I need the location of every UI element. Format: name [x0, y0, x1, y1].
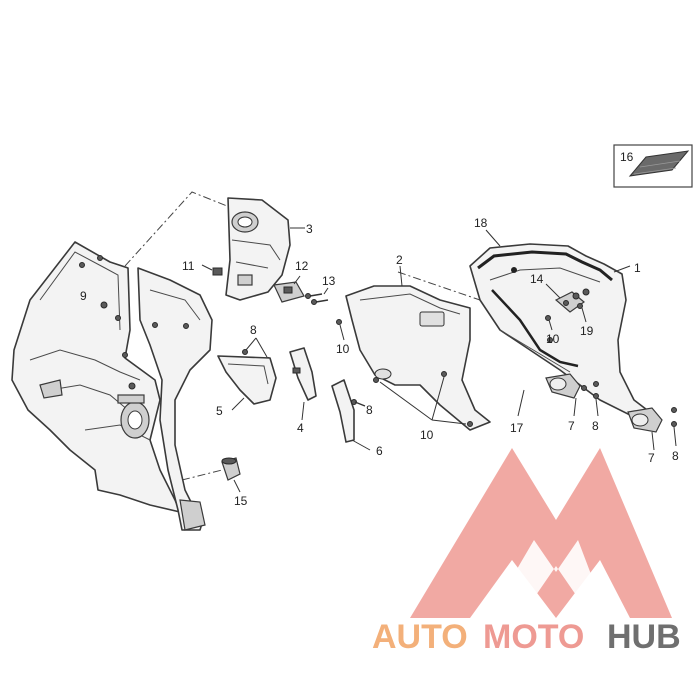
- bracket-part-6: [331, 379, 371, 451]
- callout-8-top: 8: [250, 323, 257, 337]
- callout-7-right: 7: [648, 451, 655, 465]
- callout-11: 11: [182, 259, 195, 273]
- callout-16: 16: [620, 150, 634, 164]
- callout-15: 15: [234, 494, 248, 508]
- callout-8-mid: 8: [366, 403, 373, 417]
- console-part-3: [225, 197, 305, 301]
- trim-part-4: [289, 347, 317, 421]
- screw-part-8-mid: [351, 399, 366, 407]
- screws-part-8-right-a: [593, 381, 599, 417]
- callout-8-right-b: 8: [672, 449, 679, 463]
- screws-part-10-right: [545, 315, 553, 343]
- callout-10-right: 10: [546, 332, 560, 346]
- callout-8-right-a: 8: [592, 419, 599, 433]
- callout-13: 13: [322, 274, 336, 288]
- automotohub-logo: AUTO MOTO HUB: [372, 448, 681, 656]
- callout-10-left: 10: [336, 342, 350, 356]
- screws-part-10-center: [336, 319, 473, 427]
- callout-7-left: 7: [568, 419, 575, 433]
- callout-2: 2: [396, 253, 403, 267]
- callout-6: 6: [376, 444, 383, 458]
- panel-part-5: [217, 355, 277, 411]
- callout-18: 18: [474, 216, 488, 230]
- bracket-part-12: [273, 275, 305, 303]
- logo-text-auto: AUTO: [372, 618, 468, 656]
- center-panel-part-2: [345, 265, 491, 431]
- logo-text-moto: MOTO: [483, 618, 584, 656]
- hinge-part-14: [545, 283, 590, 323]
- callout-12: 12: [295, 259, 309, 273]
- callout-14: 14: [530, 272, 544, 286]
- callout-19: 19: [580, 324, 594, 338]
- logo-text-hub: HUB: [607, 618, 681, 656]
- callout-labels: 1 2 3 4 5 6 7 7 8 8 8 8 9 10 10 10 11 12…: [80, 150, 679, 508]
- callout-1: 1: [634, 261, 641, 275]
- knob-part-15: [221, 457, 241, 493]
- hinge-part-7-left: [545, 373, 587, 417]
- door-part-1: [469, 229, 656, 421]
- callout-3: 3: [306, 222, 313, 236]
- screws-part-13: [305, 287, 329, 305]
- inset-box-part-16: [613, 144, 693, 188]
- clip-part-11: [201, 264, 223, 276]
- callout-4: 4: [297, 421, 304, 435]
- callout-10-center: 10: [420, 428, 434, 442]
- callout-9: 9: [80, 289, 87, 303]
- callout-5: 5: [216, 404, 223, 418]
- callout-17: 17: [510, 421, 524, 435]
- inner-shield-part-9: [11, 241, 213, 531]
- screws-part-8-right-b: [671, 407, 677, 447]
- hinge-part-7-right: [627, 407, 663, 451]
- seal-part-17: [491, 289, 579, 417]
